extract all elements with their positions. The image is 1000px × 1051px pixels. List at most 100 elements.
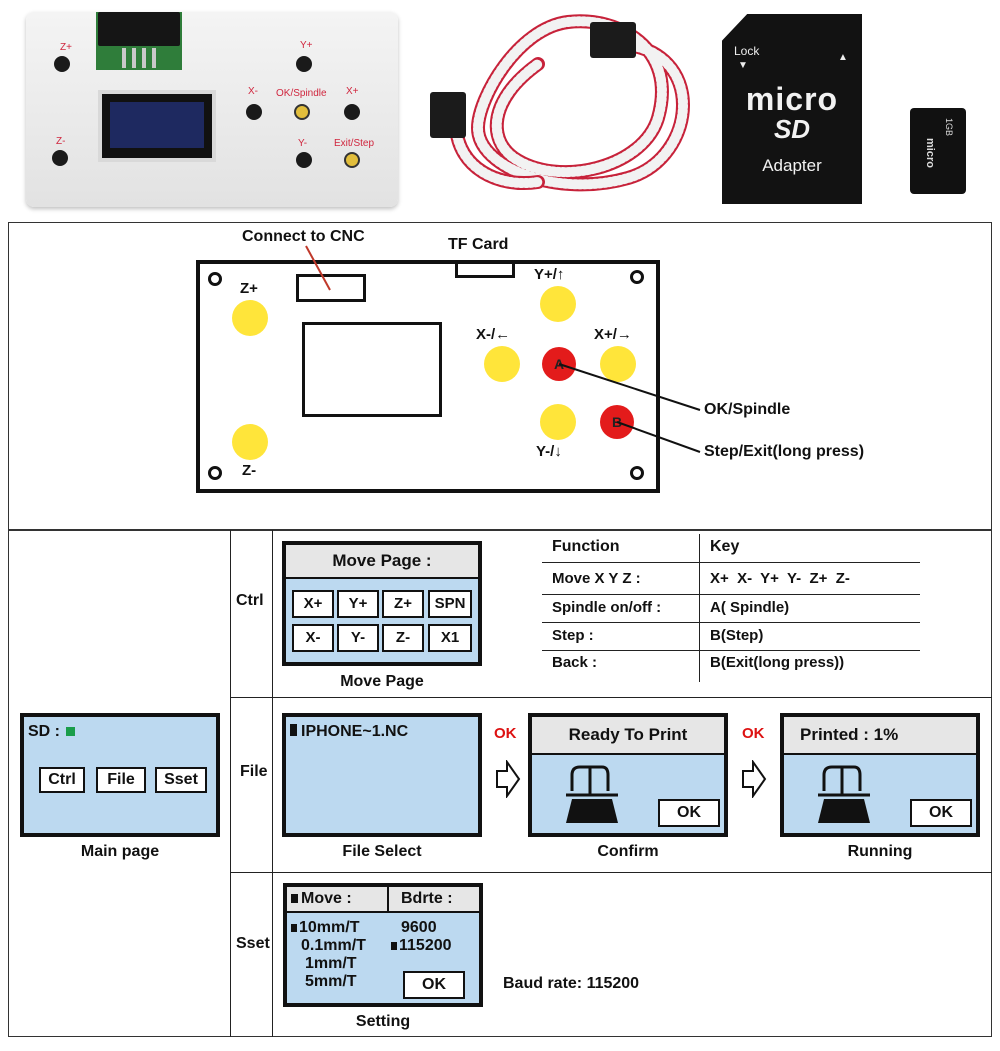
move-option[interactable]: 1mm/T: [305, 955, 357, 972]
selected-marker-icon: [291, 924, 297, 932]
board-diagram-frame: [8, 222, 992, 530]
photo-label-x-plus: X+: [346, 86, 359, 97]
main-file-button[interactable]: File: [96, 767, 146, 793]
move-key-y-minus[interactable]: Y-: [337, 624, 379, 652]
move-key-z-plus[interactable]: Z+: [382, 590, 424, 618]
confirm-lcd: Ready To Print OK: [528, 713, 728, 837]
move-page-title: Move Page :: [286, 545, 478, 579]
photo-key-z-plus: [54, 56, 70, 72]
tf-card-slot: [455, 260, 515, 278]
main-page-caption: Main page: [80, 843, 160, 860]
main-sset-button[interactable]: Sset: [155, 767, 207, 793]
callout-step-exit: Step/Exit(long press): [704, 443, 865, 460]
baud-option[interactable]: 9600: [401, 919, 437, 936]
move-key-x1[interactable]: X1: [428, 624, 472, 652]
callout-ok-spindle: OK/Spindle: [704, 401, 791, 418]
board-label-y-plus: Y+/↑: [534, 266, 565, 283]
sd-adapter: Lock ▼ ▲ micro SD Adapter: [722, 14, 862, 204]
table-column-divider: [699, 534, 700, 682]
sd-brand-logo: micro: [745, 81, 839, 117]
sd-lock-arrow-icon: ▼: [738, 60, 748, 71]
board-label-x-plus: X+/→: [594, 326, 632, 343]
mount-hole-bottom-left: [208, 466, 222, 480]
sd-brand-logo-sd: SD: [773, 114, 811, 144]
setting-column-divider: [387, 887, 389, 913]
photo-label-ok-spindle: OK/Spindle: [276, 88, 327, 99]
selected-marker-icon: [391, 942, 397, 950]
table-row-key: X+ X- Y+ Y- Z+ Z-: [710, 570, 850, 587]
board-label-z-plus: Z+: [240, 280, 258, 297]
setting-baud-header: Bdrte :: [401, 890, 453, 907]
product-photos: Z+ Z- Y+ X- OK/Spindle X+ Y- Exit/Step L…: [0, 0, 1000, 215]
running-title: Printed : 1%: [784, 717, 976, 755]
table-rule-2: [542, 622, 920, 623]
baud-rate-note: Baud rate: 115200: [503, 975, 640, 992]
mount-hole-bottom-right: [630, 466, 644, 480]
photo-key-z-minus: [52, 150, 68, 166]
sd-adapter-label: Adapter: [762, 156, 822, 175]
board-key-z-plus: [232, 300, 268, 336]
baud-option[interactable]: 115200: [391, 937, 452, 955]
move-key-y-plus[interactable]: Y+: [337, 590, 379, 618]
grid-divider-left: [230, 530, 231, 1037]
confirm-ok-button[interactable]: OK: [658, 799, 720, 827]
board-label-z-minus: Z-: [242, 462, 257, 479]
mount-hole-top-left: [208, 272, 222, 286]
table-header-function: Function: [552, 538, 620, 555]
file-select-lcd: IPHONE~1.NC: [282, 713, 482, 837]
table-row-function: Back :: [552, 654, 598, 671]
photo-label-y-plus: Y+: [300, 40, 313, 51]
oled-screen: [98, 90, 216, 162]
main-page-lcd: SD : Ctrl File Sset: [20, 713, 220, 837]
move-key-spn[interactable]: SPN: [428, 590, 472, 618]
ok-flow-label-2: OK: [742, 725, 765, 742]
microsd-logo-icon: micro: [924, 138, 936, 168]
file-list-item[interactable]: IPHONE~1.NC: [290, 723, 408, 741]
move-page-caption: Move Page: [340, 673, 424, 690]
setting-move-header: Move :: [291, 890, 352, 908]
photo-key-y-plus: [296, 56, 312, 72]
grid-divider-file-sset: [230, 872, 992, 873]
table-rule-1: [542, 594, 920, 595]
setting-lcd: Move : Bdrte : 10mm/T 0.1mm/T 1mm/T 5mm/…: [283, 883, 483, 1007]
flow-grid-frame: [8, 530, 992, 1037]
a-callout-line: [558, 363, 701, 411]
grid-divider-labels: [272, 530, 273, 1037]
oled-display: [110, 102, 204, 148]
sd-top-arrow-icon: ▲: [838, 52, 848, 63]
spindle-icon: [566, 765, 618, 823]
move-key-x-plus[interactable]: X+: [292, 590, 334, 618]
cable-plug-left: [430, 92, 466, 138]
running-ok-button[interactable]: OK: [910, 799, 972, 827]
move-option[interactable]: 5mm/T: [305, 973, 357, 990]
sd-lock-label: Lock: [734, 44, 760, 58]
sd-status-icon: [66, 727, 76, 736]
table-row-key: B(Exit(long press)): [710, 654, 845, 671]
setting-caption: Setting: [355, 1013, 411, 1030]
photo-label-y-minus: Y-: [298, 138, 308, 149]
tf-card-label: TF Card: [448, 236, 509, 253]
move-option[interactable]: 0.1mm/T: [301, 937, 366, 954]
table-row-function: Step :: [552, 627, 594, 644]
sd-status-label: SD :: [28, 723, 76, 741]
microsd-capacity: 1GB: [944, 118, 954, 137]
setting-ok-button[interactable]: OK: [403, 971, 465, 999]
photo-label-exit-step: Exit/Step: [334, 138, 375, 149]
main-ctrl-button[interactable]: Ctrl: [39, 767, 85, 793]
move-key-x-minus[interactable]: X-: [292, 624, 334, 652]
row-label-sset: Sset: [236, 935, 270, 952]
cnc-connector-port: [296, 274, 366, 302]
running-lcd: Printed : 1% OK: [780, 713, 980, 837]
controller-box: Z+ Z- Y+ X- OK/Spindle X+ Y- Exit/Step: [26, 12, 398, 207]
move-option[interactable]: 10mm/T: [291, 919, 359, 937]
running-caption: Running: [847, 843, 913, 860]
ribbon-cable: [430, 14, 690, 192]
board-label-x-minus: X-/←: [476, 326, 511, 343]
board-key-y-plus: [540, 286, 576, 322]
move-key-z-minus[interactable]: Z-: [382, 624, 424, 652]
table-header-key: Key: [710, 538, 740, 555]
confirm-title: Ready To Print: [532, 717, 724, 755]
b-callout-line: [616, 421, 701, 453]
photo-key-x-minus: [246, 104, 262, 120]
table-row-key: A( Spindle): [710, 599, 790, 616]
